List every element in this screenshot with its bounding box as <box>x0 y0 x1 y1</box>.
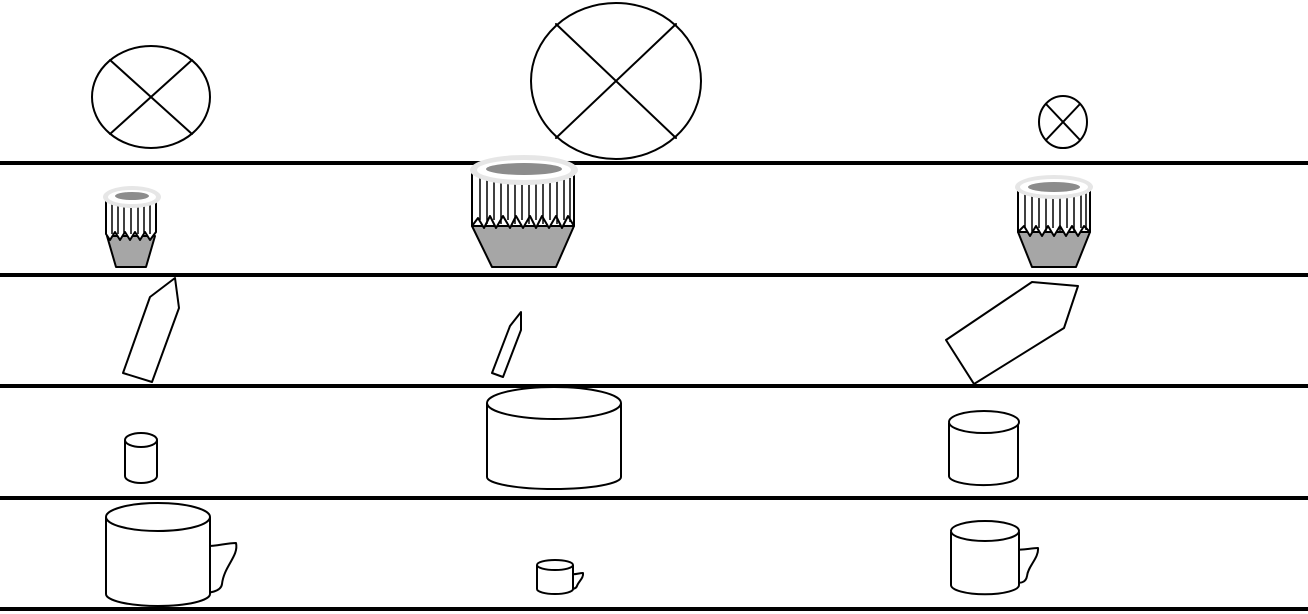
crossed-circle-medium <box>92 46 210 148</box>
pencil-tip-medium <box>123 278 179 382</box>
cylinder-small <box>125 433 157 483</box>
pencil-tip-small <box>492 312 521 377</box>
mug-large <box>106 503 236 606</box>
mug-medium <box>951 521 1038 594</box>
cupcake-large <box>470 155 578 267</box>
cupcake-small <box>103 186 161 267</box>
mug-small <box>537 560 583 594</box>
crossed-circle-large <box>531 3 701 159</box>
cupcake-medium <box>1015 175 1093 267</box>
cylinder-medium <box>949 411 1019 485</box>
pencil-tip-large <box>946 282 1078 384</box>
crossed-circle-small <box>1039 96 1087 148</box>
cylinder-large <box>487 387 621 489</box>
